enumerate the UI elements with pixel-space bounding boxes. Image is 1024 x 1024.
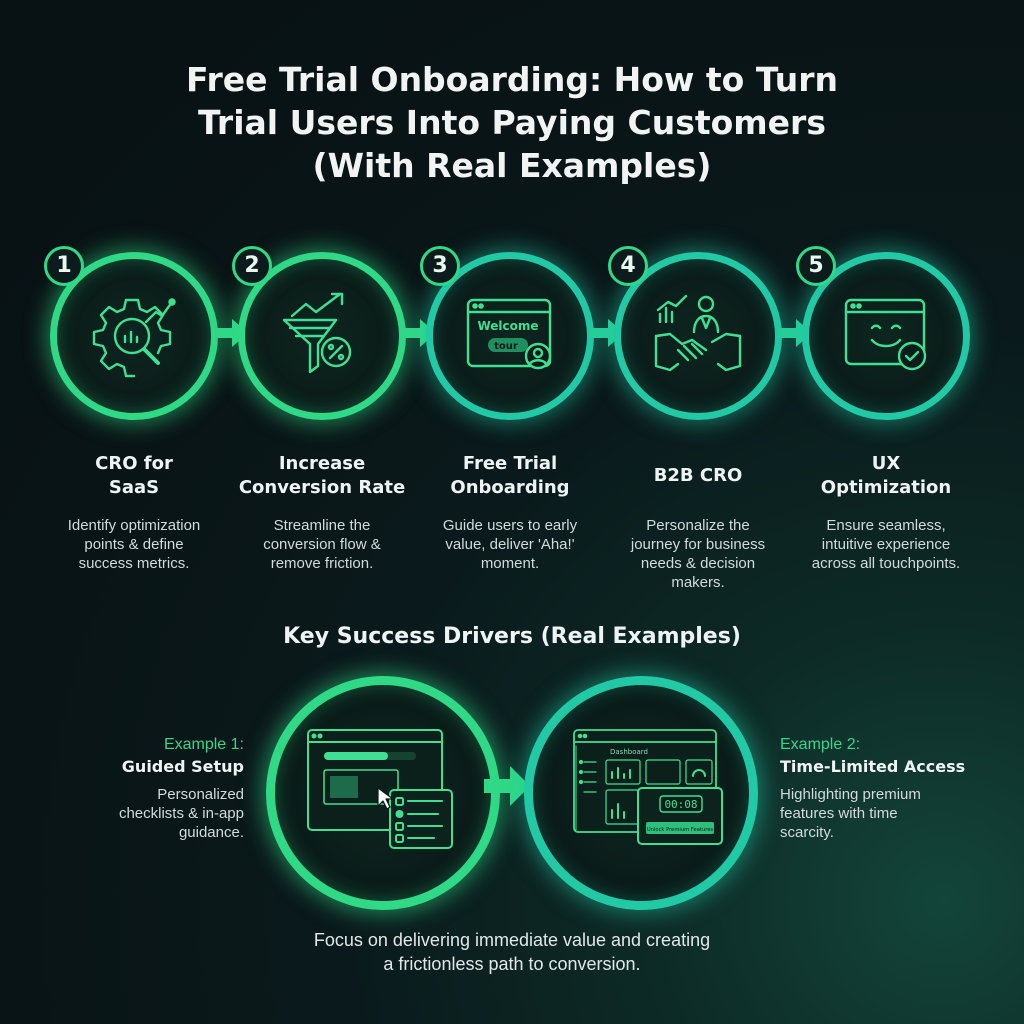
dashboard-timer-icon: Dashboard 00:08 Unlock Premium Features [573, 729, 723, 845]
funnel-percent-icon [282, 292, 352, 374]
step-4-title: B2B CRO [653, 465, 743, 486]
gear-analytics-icon [92, 298, 176, 378]
arrow-right-icon [484, 766, 530, 806]
example-ring [266, 676, 500, 910]
unlock-premium-badge: Unlock Premium Features [647, 827, 714, 833]
smiley-window-check-icon [844, 298, 927, 371]
countdown-timer: 00:08 [664, 798, 697, 811]
dashboard-label: Dashboard [610, 748, 648, 756]
step-number: 5 [796, 246, 836, 286]
page-title: Free Trial Onboarding: How to Turn Trial… [0, 58, 1024, 187]
example-2-text: Example 2: Time-Limited Access Highlight… [780, 734, 1000, 842]
step-number: 3 [420, 246, 460, 286]
step-4-circle: 4 [608, 246, 782, 420]
guided-setup-checklist-icon [307, 729, 453, 849]
step-3-circle: Welcome tour 3 [420, 246, 594, 420]
title-line-3: (With Real Examples) [312, 146, 712, 185]
example-2-label: Example 2: [780, 736, 861, 753]
step-5-circle: 5 [796, 246, 970, 420]
example-2-title: Time-Limited Access [780, 757, 966, 776]
business-handshake-icon [654, 294, 742, 372]
title-line-2: Trial Users Into Paying Customers [198, 103, 826, 142]
step-number: 2 [232, 246, 272, 286]
example-2-circle: Dashboard 00:08 Unlock Premium Features [524, 676, 758, 910]
example-1-label: Example 1: [163, 736, 244, 753]
step-number: 4 [608, 246, 648, 286]
example-1-circle [266, 676, 500, 910]
title-line-1: Free Trial Onboarding: How to Turn [186, 60, 838, 99]
tour-text: tour [494, 341, 518, 352]
welcome-text: Welcome [477, 319, 538, 333]
step-1-circle: 1 [44, 246, 218, 420]
welcome-tour-window-icon: Welcome tour [466, 298, 552, 370]
footer-note: Focus on delivering immediate value and … [313, 930, 711, 974]
step-number: 1 [44, 246, 84, 286]
example-1-title: Guided Setup [121, 757, 244, 776]
drivers-title: Key Success Drivers (Real Examples) [283, 624, 741, 649]
step-2-circle: 2 [232, 246, 406, 420]
